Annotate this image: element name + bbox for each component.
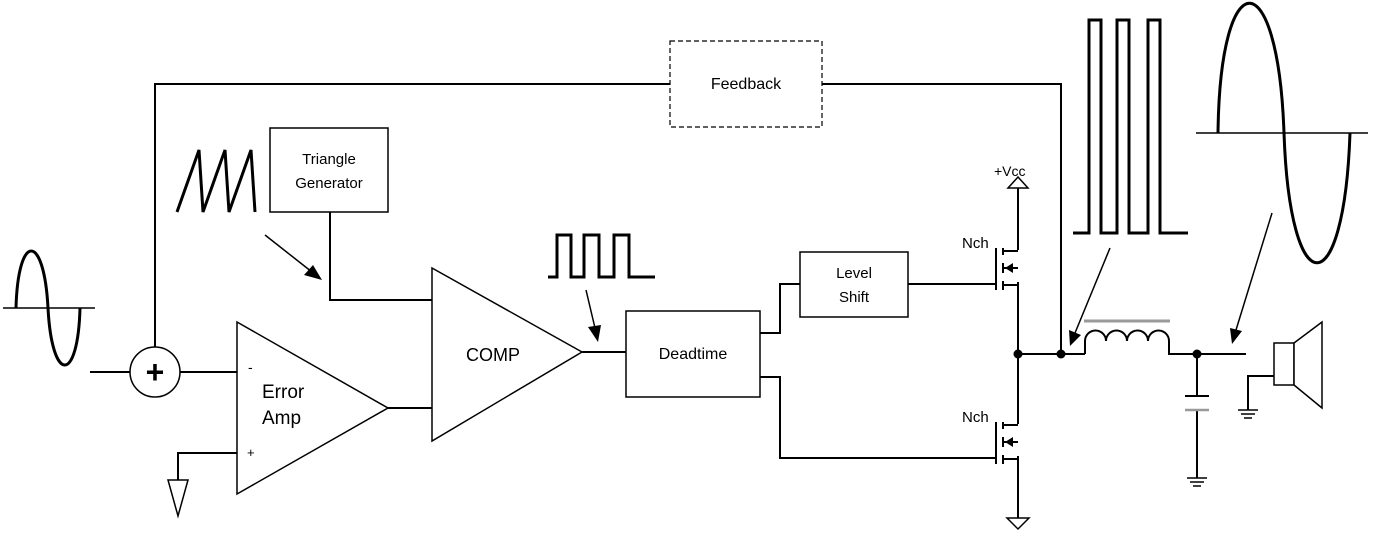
error-amp-label-1: Error	[262, 382, 305, 403]
ground-symbol-error-amp	[167, 479, 189, 519]
ground-symbol-capacitor	[1187, 477, 1207, 487]
capacitor-icon	[1185, 395, 1209, 412]
bottom-nch-label: Nch	[962, 409, 989, 426]
triangle-label-2: Generator	[295, 175, 363, 192]
error-amp-minus: -	[248, 359, 253, 375]
input-sine-waveform	[3, 249, 95, 367]
error-amp-plus: +	[247, 445, 255, 460]
output-sine-waveform	[1196, 2, 1368, 264]
wiring	[90, 83, 1274, 518]
error-amp-label-2: Amp	[262, 408, 301, 429]
summer-sign: +	[146, 354, 165, 390]
feedback-block: Feedback	[669, 40, 823, 128]
comp-label: COMP	[466, 345, 520, 365]
summing-junction: +	[129, 346, 181, 398]
level-shift-label-1: Level	[836, 265, 872, 282]
speaker-icon	[1273, 320, 1323, 410]
ground-symbol-speaker	[1238, 409, 1258, 419]
bottom-nch-mosfet: Nch	[962, 409, 1018, 464]
junction-dots	[1013, 349, 1202, 359]
pwm-square-waveform	[548, 233, 655, 279]
triangle-sawtooth-waveform	[175, 149, 257, 213]
vcc-supply: +Vcc	[994, 163, 1030, 189]
level-shift-block: Level Shift	[799, 251, 909, 318]
deadtime-block: Deadtime	[625, 310, 761, 398]
inductor-icon	[1084, 319, 1170, 354]
vcc-label: +Vcc	[994, 163, 1026, 179]
pointer-arrows	[264, 212, 1273, 346]
switching-square-waveform	[1073, 18, 1188, 235]
comparator: COMP	[431, 266, 584, 443]
level-shift-label-2: Shift	[839, 289, 870, 306]
top-nch-mosfet: Nch	[962, 235, 1018, 290]
top-nch-label: Nch	[962, 235, 989, 252]
feedback-label: Feedback	[711, 76, 782, 93]
triangle-label-1: Triangle	[302, 151, 356, 168]
ground-symbol-bottom-rail	[1005, 517, 1031, 531]
triangle-generator-block: Triangle Generator	[269, 127, 389, 213]
error-amp: - + Error Amp	[236, 320, 390, 496]
deadtime-label: Deadtime	[659, 346, 728, 363]
